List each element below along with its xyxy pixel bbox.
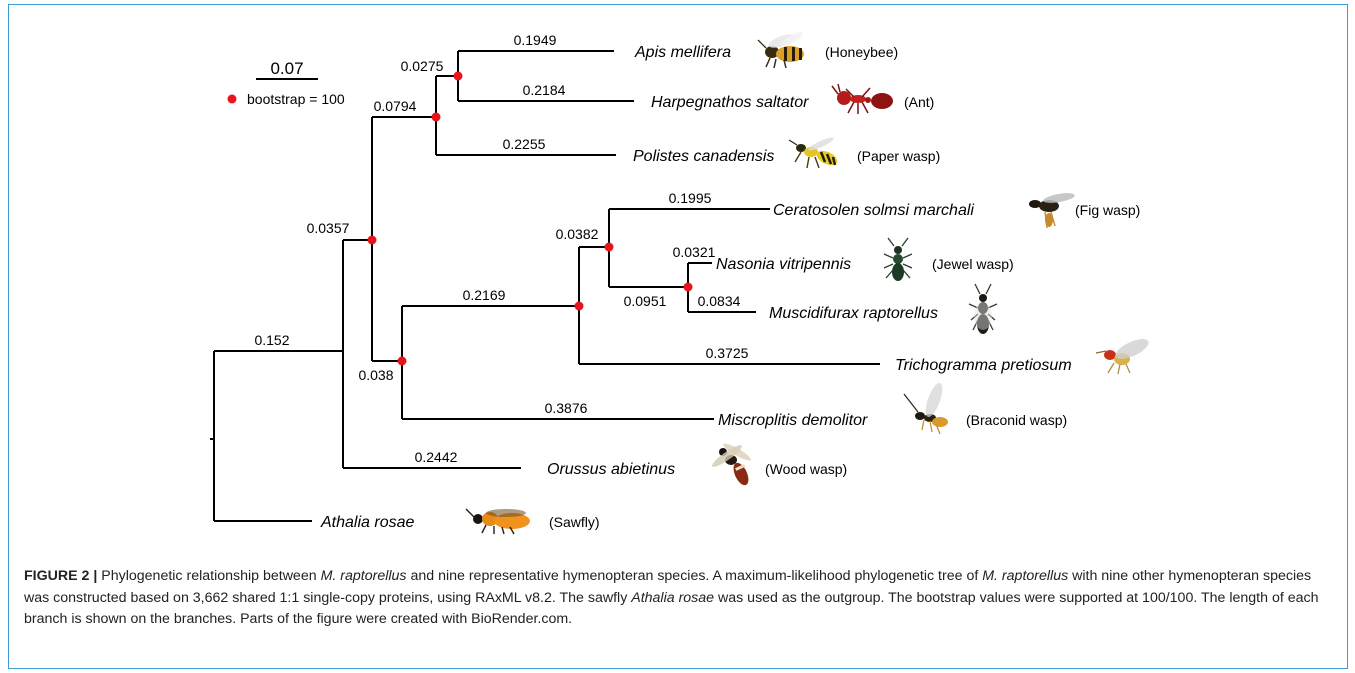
common-name-label: (Ant) [904,94,934,110]
muscidifurax-icon [968,283,998,334]
phylogenetic-tree: 0.07 bootstrap = 100 [210,32,1149,535]
taxon-label: Ceratosolen solmsi marchali [773,202,974,219]
branch-length-label: 0.038 [358,367,393,383]
scale-bar-label: 0.07 [270,59,303,78]
branch-length-label: 0.0357 [307,220,350,236]
branch-length-label: 0.2169 [463,287,506,303]
bootstrap-dot [604,242,614,252]
common-name-label: (Sawfly) [549,514,600,530]
paper-wasp-icon [788,137,838,169]
branch-length-label: 0.3725 [706,345,749,361]
branch-length-label: 0.0834 [698,293,741,309]
taxon-label: Orussus abietinus [547,461,675,478]
common-name-label: (Fig wasp) [1075,202,1140,218]
common-name-label: (Honeybee) [825,44,898,60]
caption-species: M. raptorellus [320,568,407,584]
branch-length-label: 0.0951 [624,293,667,309]
caption-text: and nine representative hymenopteran spe… [406,568,983,584]
bootstrap-dot [431,112,441,122]
branch-length-label: 0.2255 [503,136,546,152]
caption-text: Phylogenetic relationship between [97,568,321,584]
tree-branches [210,50,880,522]
taxon-label: Athalia rosae [320,514,414,531]
bootstrap-dot [397,356,407,366]
sawfly-icon [465,508,530,535]
caption-text: with nine other hymenopteran species was… [24,568,1312,606]
taxon-label: Nasonia vitripennis [716,256,851,273]
braconid-wasp-icon [903,382,948,435]
taxon-label: Harpegnathos saltator [651,94,809,111]
honeybee-icon [757,32,804,69]
bootstrap-dots [367,71,693,366]
branch-length-label: 0.0321 [673,244,716,260]
common-name-label: (Jewel wasp) [932,256,1014,272]
branch-length-label: 0.152 [254,332,289,348]
branch-length-label: 0.0275 [401,58,444,74]
common-name-label: (Paper wasp) [857,148,940,164]
branch-length-label: 0.0382 [556,226,599,242]
common-name-label: (Wood wasp) [765,461,847,477]
trichogramma-icon [1095,339,1149,375]
taxon-label: Polistes canadensis [633,148,774,165]
taxon-label: Miscroplitis demolitor [718,412,868,429]
wood-wasp-icon [712,443,751,486]
jewel-wasp-icon [883,237,913,281]
taxon-label: Muscidifurax raptorellus [769,305,938,322]
taxon-label: Trichogramma pretiosum [895,357,1072,374]
taxon-label: Apis mellifera [634,44,731,61]
branch-length-label: 0.2442 [415,449,458,465]
common-name-label: (Braconid wasp) [966,412,1067,428]
ant-icon [831,83,893,114]
caption-species: Athalia rosae [631,589,715,606]
figure-caption: FIGURE 2 | Phylogenetic relationship bet… [24,566,1334,631]
branch-length-label: 0.3876 [545,400,588,416]
caption-text: was used as the outgroup. The bootstrap … [24,589,1319,628]
bootstrap-dot [453,71,463,81]
fig-wasp-icon [1029,193,1075,229]
branch-length-label: 0.0794 [374,98,417,114]
bootstrap-legend-dot [227,94,237,104]
branch-length-label: 0.1949 [514,32,557,48]
figure-label: FIGURE 2 | [24,568,98,584]
branch-length-label: 0.2184 [523,82,566,98]
bootstrap-dot [367,235,377,245]
caption-species: M. raptorellus [982,568,1069,584]
branch-length-label: 0.1995 [669,190,712,206]
figure-frame [8,4,1348,669]
bootstrap-dot [574,301,584,311]
bootstrap-dot [683,282,693,292]
bootstrap-legend-label: bootstrap = 100 [247,91,345,107]
